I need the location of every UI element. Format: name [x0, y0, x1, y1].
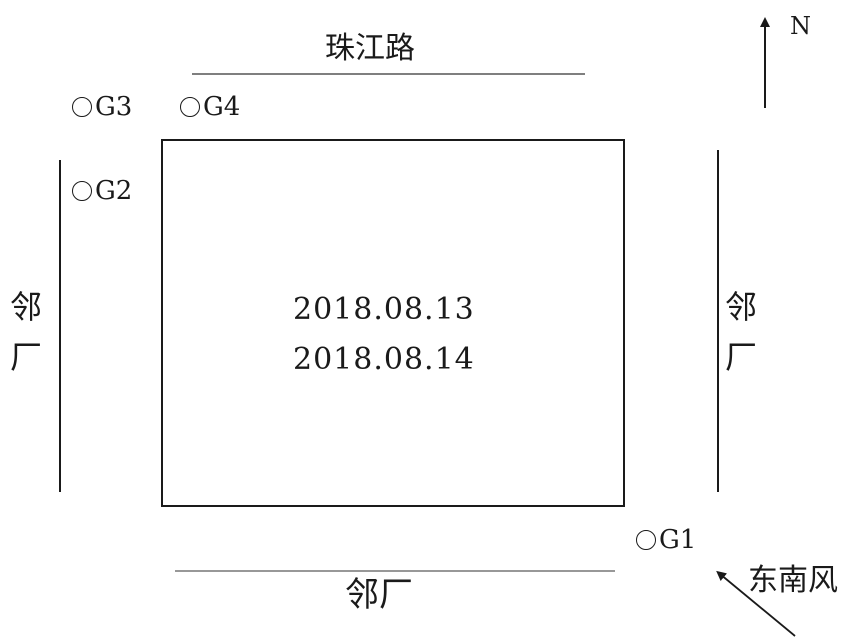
wind-arrow	[716, 570, 796, 637]
left-neighbor-char-2: 厂	[9, 338, 42, 376]
road-label: 珠江路	[325, 31, 415, 66]
sampling-point-label: G3	[95, 92, 133, 122]
sampling-point-circle-icon	[72, 97, 92, 117]
sampling-point-g3: G3	[72, 94, 132, 120]
sampling-point-g4: G4	[180, 94, 240, 120]
wind-direction-label: 东南风	[748, 563, 838, 598]
north-label: N	[790, 12, 811, 40]
sampling-point-label: G4	[203, 92, 241, 122]
right-neighbor-char-1: 邻	[724, 288, 757, 326]
sampling-date-2: 2018.08.14	[293, 342, 475, 377]
sampling-point-label: G2	[95, 176, 133, 206]
sampling-point-g2: G2	[72, 178, 132, 204]
sampling-point-circle-icon	[636, 530, 656, 550]
sampling-point-g1: G1	[636, 527, 696, 553]
sampling-point-label: G1	[659, 525, 697, 555]
right-neighbor-char-2: 厂	[724, 338, 757, 376]
left-neighbor-label: 邻 厂	[8, 282, 44, 382]
bottom-neighbor-label: 邻厂	[345, 575, 413, 615]
right-neighbor-label: 邻 厂	[723, 282, 759, 382]
sampling-date-1: 2018.08.13	[293, 292, 475, 327]
sampling-dates: 2018.08.13 2018.08.14	[293, 285, 475, 385]
site-boundary	[161, 139, 625, 507]
sampling-point-circle-icon	[72, 181, 92, 201]
sampling-point-circle-icon	[180, 97, 200, 117]
left-neighbor-char-1: 邻	[9, 288, 42, 326]
